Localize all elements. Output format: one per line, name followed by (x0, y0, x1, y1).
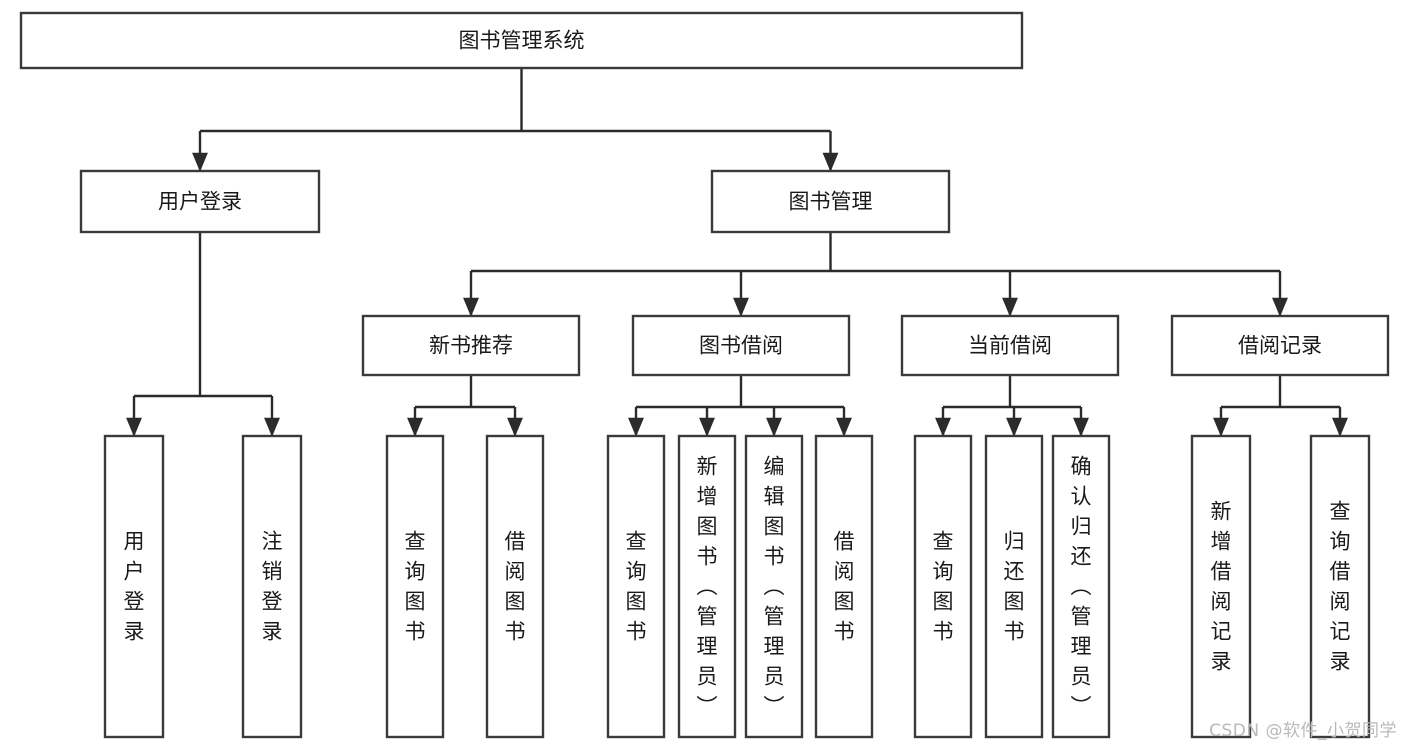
node-level3-1[interactable]: 图书借阅 (631, 314, 851, 377)
node-leaf-6[interactable]: 编辑图书︵管理员︶ (744, 434, 804, 739)
node-leaf-8[interactable]: 查询图书 (913, 434, 973, 739)
node-leaf-12[interactable]: 查询借阅记录 (1309, 434, 1371, 739)
arrow-head (1332, 417, 1348, 437)
arrow-head (1213, 417, 1229, 437)
arrow-head (1002, 297, 1018, 317)
node-box (900, 314, 1120, 377)
node-box (710, 169, 951, 234)
arrow-head (192, 152, 208, 172)
node-leaf-1[interactable]: 注销登录 (241, 434, 303, 739)
node-label: 查询借阅记录 (1330, 500, 1351, 674)
node-box (385, 434, 445, 739)
node-level2-1[interactable]: 图书管理 (710, 169, 951, 234)
arrow-head (1073, 417, 1089, 437)
node-leaf-4[interactable]: 查询图书 (606, 434, 666, 739)
arrow-head (463, 297, 479, 317)
node-box (361, 314, 581, 377)
node-box (485, 434, 545, 739)
diagram-nodes-group: 图书管理系统用户登录图书管理新书推荐图书借阅当前借阅借阅记录用户登录注销登录查询… (19, 11, 1390, 739)
node-label: 图书管理系统 (459, 29, 585, 53)
node-label: 查询图书 (405, 530, 426, 644)
node-leaf-0[interactable]: 用户登录 (103, 434, 165, 739)
node-label: 确认归还︵管理员︶ (1071, 455, 1092, 719)
arrow-head (822, 152, 839, 172)
arrow-head (1006, 417, 1022, 437)
node-level3-2[interactable]: 当前借阅 (900, 314, 1120, 377)
arrow-head (766, 417, 782, 437)
node-root-system[interactable]: 图书管理系统 (19, 11, 1024, 70)
node-leaf-2[interactable]: 查询图书 (385, 434, 445, 739)
node-leaf-5[interactable]: 新增图书︵管理员︶ (677, 434, 737, 739)
node-box (1051, 434, 1111, 739)
arrow-head (628, 417, 644, 437)
node-level3-3[interactable]: 借阅记录 (1170, 314, 1390, 377)
arrow-head (264, 417, 280, 437)
node-box (606, 434, 666, 739)
node-label: 新增图书︵管理员︶ (697, 455, 718, 719)
arrow-head (935, 417, 951, 437)
node-box (241, 434, 303, 739)
node-box (984, 434, 1044, 739)
node-box (79, 169, 321, 234)
arrow-head (507, 417, 523, 437)
node-label: 借阅图书 (834, 530, 855, 644)
node-label: 查询图书 (933, 530, 954, 644)
node-leaf-3[interactable]: 借阅图书 (485, 434, 545, 739)
node-label: 用户登录 (158, 190, 242, 214)
node-box (913, 434, 973, 739)
node-label: 借阅记录 (1238, 334, 1322, 358)
node-label: 图书管理 (789, 190, 873, 214)
arrow-head (836, 417, 852, 437)
node-box (1190, 434, 1252, 739)
node-label: 当前借阅 (968, 334, 1052, 358)
node-label: 图书借阅 (699, 334, 783, 358)
node-box (814, 434, 874, 739)
node-level3-0[interactable]: 新书推荐 (361, 314, 581, 377)
node-leaf-11[interactable]: 新增借阅记录 (1190, 434, 1252, 739)
node-label: 用户登录 (124, 530, 145, 644)
node-label: 编辑图书︵管理员︶ (764, 455, 785, 719)
node-label: 新书推荐 (429, 334, 513, 358)
arrow-head (699, 417, 715, 437)
node-box (1309, 434, 1371, 739)
node-box (103, 434, 165, 739)
node-leaf-9[interactable]: 归还图书 (984, 434, 1044, 739)
node-label: 注销登录 (262, 530, 283, 644)
node-box (1170, 314, 1390, 377)
arrow-head (733, 297, 749, 317)
node-label: 新增借阅记录 (1211, 500, 1232, 674)
node-label: 归还图书 (1004, 530, 1025, 644)
node-level2-0[interactable]: 用户登录 (79, 169, 321, 234)
node-leaf-7[interactable]: 借阅图书 (814, 434, 874, 739)
node-leaf-10[interactable]: 确认归还︵管理员︶ (1051, 434, 1111, 739)
node-box (744, 434, 804, 739)
arrow-head (407, 417, 423, 437)
arrow-head (126, 417, 142, 437)
node-label: 查询图书 (626, 530, 647, 644)
node-label: 借阅图书 (505, 530, 526, 644)
node-box (19, 11, 1024, 70)
node-box (677, 434, 737, 739)
node-box (631, 314, 851, 377)
connector-lines-group (126, 68, 1348, 437)
arrow-head (1272, 297, 1288, 317)
